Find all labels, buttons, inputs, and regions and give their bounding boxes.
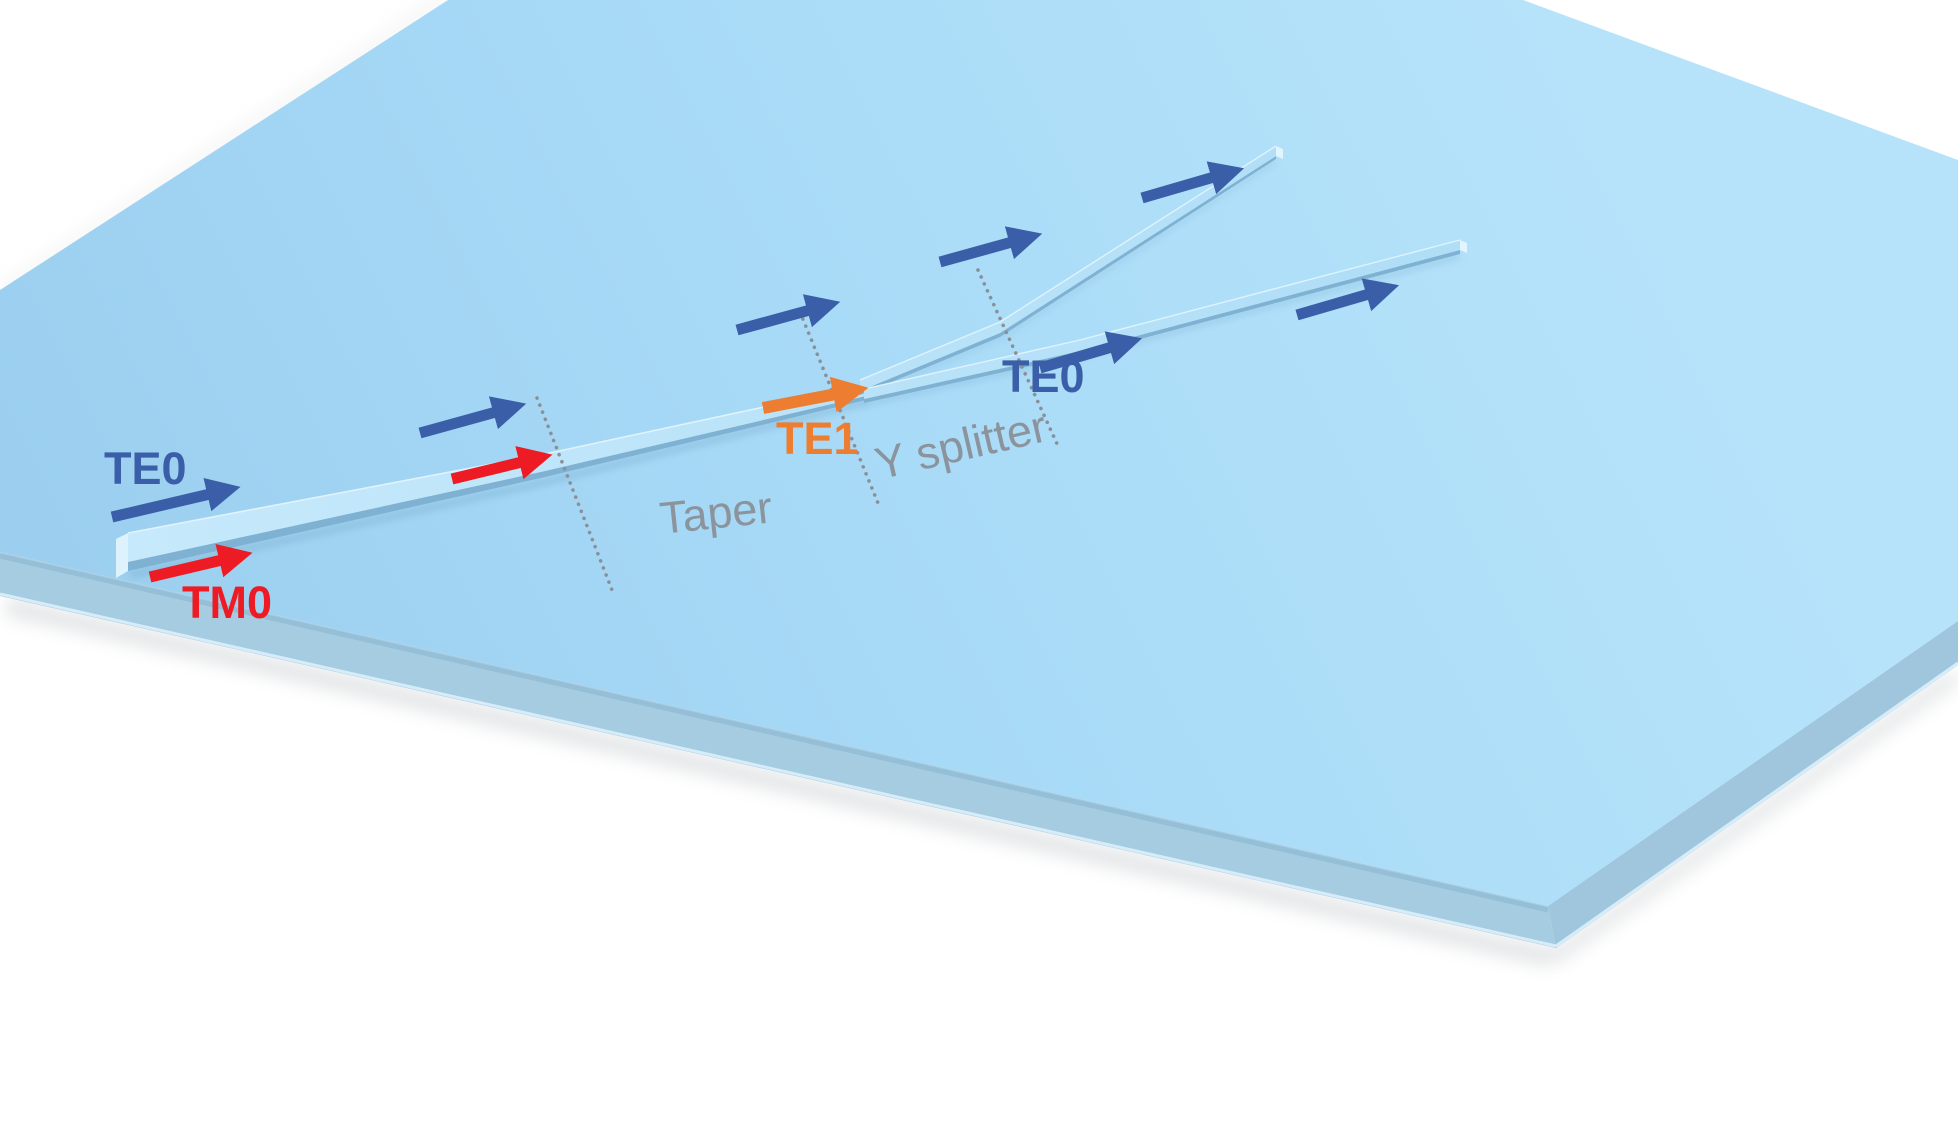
tm0-input-arrow: [148, 544, 253, 583]
taper-section-label: Taper: [657, 481, 775, 544]
te1-mode-label: TE1: [776, 413, 859, 464]
tm0-input-label: TM0: [182, 577, 272, 628]
chip-front-edge-shade: [0, 553, 1549, 913]
ridge-shadow-upper-arm: [859, 158, 1278, 399]
y-splitter-lower-arm-side: [864, 250, 1460, 403]
te0-output-upper-arrow: [1140, 161, 1245, 204]
mode-arrows: [110, 161, 1400, 583]
chip-top-face: [0, 0, 1958, 906]
upper-arm-highlight: [859, 145, 1277, 381]
te0-output-label: TE0: [1002, 351, 1085, 402]
chip-shadow-right: [1547, 670, 1958, 964]
te1-mode-arrow: [761, 376, 869, 414]
te0-output-far-arrow: [1295, 278, 1400, 321]
y-splitter-upper-arm: [860, 146, 1276, 391]
tm0-propagation-arrow: [450, 446, 553, 485]
y-splitter-lower-arm-end-face: [1460, 240, 1467, 253]
chip-shadow-front: [4, 598, 1554, 966]
waveguide-end-face: [116, 533, 128, 578]
y-splitter-upper-arm-end-face: [1276, 146, 1283, 159]
waveguide-ridge-side: [128, 396, 866, 571]
te0-propagation-arrow-2: [735, 294, 841, 336]
te0-input-arrow: [110, 478, 241, 523]
te0-output-lower-arrow: [1038, 331, 1143, 374]
te0-propagation-arrow-3: [938, 226, 1043, 268]
te0-propagation-arrow-1: [418, 396, 527, 439]
chip-right-face: [1548, 621, 1958, 948]
dotted-divider-splitter-end: [976, 268, 1060, 448]
lower-arm-highlight: [863, 239, 1461, 390]
chip-bottom-edge-highlight: [0, 592, 1958, 948]
chip-front-face: [0, 552, 1556, 948]
te0-input-label: TE0: [104, 443, 187, 494]
ridge-shadow-main: [129, 398, 867, 579]
